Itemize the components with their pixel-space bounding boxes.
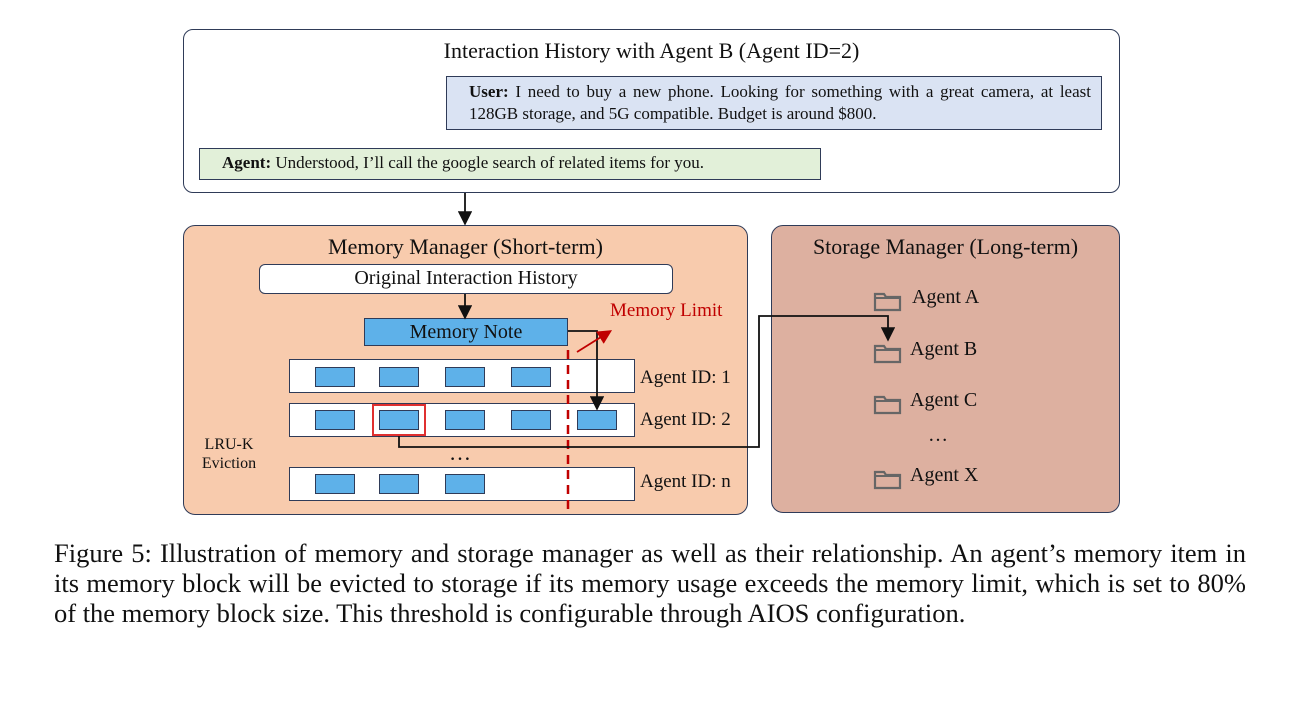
memory-block <box>445 367 485 387</box>
memory-block <box>379 474 419 494</box>
memory-block <box>315 410 355 430</box>
memory-limit-pointer <box>576 330 613 353</box>
user-label: User: <box>469 82 509 101</box>
storage-agent-c: Agent C <box>910 389 978 411</box>
folder-icon <box>873 393 903 420</box>
storage-manager-title: Storage Manager (Long-term) <box>812 234 1079 259</box>
interaction-history-title: Interaction History with Agent B (Agent … <box>443 38 860 63</box>
memory-block <box>315 367 355 387</box>
original-interaction-history-box: Original Interaction History <box>259 264 673 294</box>
row-label-agent-1: Agent ID: 1 <box>640 367 731 388</box>
memory-block <box>315 474 355 494</box>
storage-agent-x: Agent X <box>910 464 979 486</box>
row-label-agent-n: Agent ID: n <box>640 471 731 492</box>
memory-block <box>511 410 551 430</box>
folder-icon <box>873 290 903 317</box>
user-message: User: I need to buy a new phone. Looking… <box>446 76 1102 130</box>
storage-ellipsis: … <box>928 424 948 446</box>
storage-manager-panel: Storage Manager (Long-term) <box>771 225 1120 513</box>
lru-k-eviction-label: LRU-K Eviction <box>201 436 257 472</box>
storage-agent-b: Agent B <box>910 338 978 360</box>
memory-block-evicted <box>379 410 419 430</box>
agent-message: Agent: Understood, I’ll call the google … <box>199 148 821 180</box>
memory-block <box>379 367 419 387</box>
memory-block <box>445 474 485 494</box>
row-label-agent-2: Agent ID: 2 <box>640 409 731 430</box>
folder-icon <box>873 468 903 495</box>
memory-block <box>445 410 485 430</box>
folder-icon <box>873 342 903 369</box>
user-text: I need to buy a new phone. Looking for s… <box>469 82 1091 123</box>
evict-to-storage-arrow <box>398 315 896 448</box>
memory-block <box>511 367 551 387</box>
eviction-highlight <box>372 404 426 436</box>
agent-text: Understood, I’ll call the google search … <box>271 153 704 172</box>
figure-caption: Figure 5: Illustration of memory and sto… <box>54 538 1246 628</box>
memory-manager-title: Memory Manager (Short-term) <box>328 234 603 259</box>
agent-label: Agent: <box>222 153 272 172</box>
storage-agent-a: Agent A <box>912 286 980 308</box>
memory-limit-label: Memory Limit <box>610 300 723 321</box>
